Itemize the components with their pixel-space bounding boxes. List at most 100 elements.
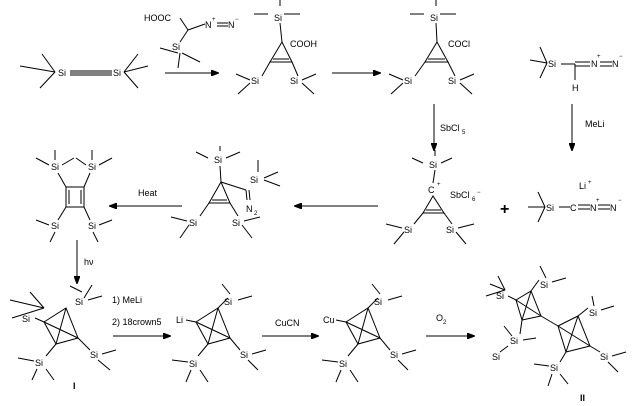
atom-c: C: [570, 203, 577, 213]
bond-line: [349, 369, 359, 383]
compound-label-i: I: [73, 381, 76, 391]
tms-diazoacetic-acid: HOOC N + N − Si: [144, 13, 239, 69]
atom-si: Si: [224, 297, 232, 307]
charge-label: +: [588, 180, 592, 186]
reagent-meli: MeLi: [585, 119, 605, 129]
atom-si: Si: [88, 162, 96, 172]
bond-line: [499, 345, 509, 353]
bond-line: [39, 71, 56, 89]
bond-line: [17, 357, 35, 362]
bond-line: [522, 337, 537, 341]
bond-line: [537, 206, 546, 223]
charge-label: −: [235, 17, 239, 23]
bond-line: [241, 224, 253, 239]
bond-line: [261, 61, 271, 77]
bond-line: [489, 283, 506, 291]
bond-line: [414, 61, 426, 77]
bond-line: [83, 284, 93, 299]
bond-line: [539, 265, 547, 279]
atom-si: Si: [540, 280, 548, 290]
tetrahedrane-i: Si Si Si Si I: [9, 284, 117, 391]
bond-line: [159, 47, 179, 54]
bond-line: [551, 277, 567, 283]
bond-line: [185, 369, 192, 383]
bond-line: [177, 52, 181, 69]
charge-label: −: [618, 198, 622, 204]
bond-line: [577, 307, 589, 317]
bond-line: [9, 299, 45, 309]
bond-line: [507, 295, 517, 301]
atom-si: Si: [251, 76, 259, 86]
bond-line: [83, 206, 91, 221]
atom-si: Si: [430, 13, 438, 23]
bond-line: [424, 40, 449, 63]
bond-line: [225, 151, 241, 159]
plus-operator: +: [500, 201, 509, 218]
acid-label: COOH: [290, 39, 317, 49]
bond-line: [447, 61, 456, 77]
atom-si: Si: [75, 297, 83, 307]
atom-si: Si: [214, 155, 222, 165]
bond-line: [529, 59, 548, 64]
charge-label: −: [477, 190, 481, 196]
atom-si: Si: [492, 352, 500, 362]
bond-line: [251, 349, 267, 355]
bond-line: [195, 151, 209, 159]
atom-si: Si: [339, 359, 347, 369]
bond-line: [221, 283, 231, 295]
atom-si: Si: [496, 291, 504, 301]
lithio-tms-diazomethane: Si C Li + N + N −: [528, 180, 622, 223]
bond-line: [565, 315, 579, 353]
charge-label: +: [596, 198, 600, 204]
charge-label: 6: [472, 197, 476, 203]
bond-line: [519, 319, 523, 335]
bond-line: [247, 359, 259, 371]
bond-line: [413, 212, 424, 225]
reagent-sbcl5: SbCl: [440, 123, 460, 133]
bond-line: [301, 73, 317, 81]
bond-line: [459, 73, 475, 81]
bond-line: [503, 325, 513, 337]
bond-line: [263, 171, 279, 179]
bond-line: [92, 231, 99, 243]
atom-si: Si: [88, 221, 96, 231]
bond-line: [557, 315, 591, 353]
bond-line: [388, 73, 404, 81]
bond-line: [387, 295, 403, 301]
atom-si: Si: [250, 175, 258, 185]
atom-si: Si: [448, 76, 456, 86]
bond-line: [237, 82, 251, 95]
bond-line: [547, 373, 553, 387]
atom-si: Si: [51, 162, 59, 172]
bond-line: [485, 289, 506, 297]
bond-line: [34, 317, 45, 323]
cupro-tetrahedrane: Cu Si Si Si: [321, 283, 417, 383]
atom-si: Si: [113, 68, 121, 78]
bond-line: [179, 224, 190, 239]
bond-line: [61, 157, 75, 166]
charge-label: +: [212, 17, 216, 23]
bond-line: [235, 73, 251, 81]
compound-label-ii: II: [580, 393, 585, 403]
atom-si: Si: [429, 160, 437, 170]
bond-line: [411, 157, 424, 164]
bond-line: [335, 319, 347, 323]
tetrakis-tms-cyclobutadiene: Si Si Si Si: [35, 150, 113, 243]
atom-si: Si: [548, 59, 556, 69]
bond-line: [98, 157, 113, 166]
bond-line: [123, 53, 139, 73]
bond-line: [435, 22, 438, 43]
cyclopropene-acid-chloride: Si COCl Si Si: [388, 0, 475, 95]
bond-line: [185, 319, 197, 323]
bond-line: [217, 297, 229, 309]
bond-line: [533, 363, 550, 367]
bond-line: [45, 343, 57, 357]
counterion-sbcl6: SbCl: [450, 190, 470, 200]
atom-si: Si: [589, 308, 597, 318]
bond-line: [208, 180, 231, 204]
bond-line: [77, 337, 91, 351]
bond-line: [540, 315, 559, 327]
bond-line: [171, 359, 189, 363]
atom-si: Si: [172, 42, 180, 52]
bond-line: [422, 195, 445, 214]
